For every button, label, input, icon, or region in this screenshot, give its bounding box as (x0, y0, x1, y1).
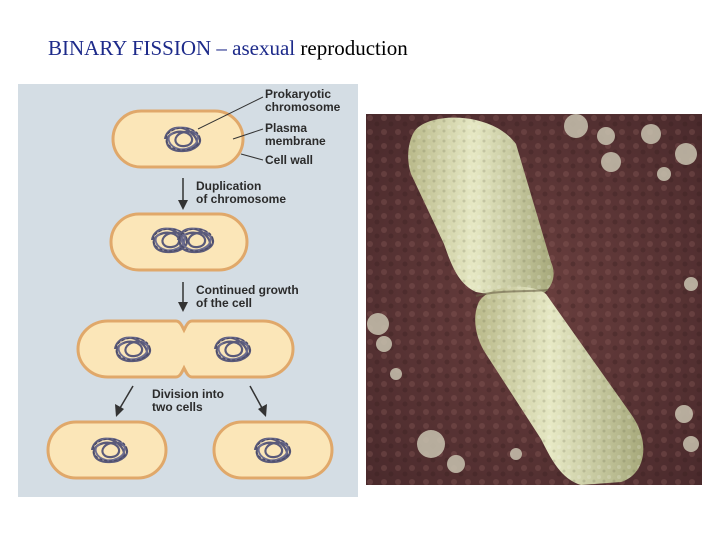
cell-initial (111, 109, 245, 169)
cell-duplicated (109, 212, 249, 272)
label-continued-growth: Continued growth of the cell (196, 283, 299, 310)
label-cell-wall: Cell wall (265, 153, 314, 167)
title-part-2: asexual (232, 36, 296, 60)
micrograph-graphic (366, 114, 702, 485)
label-plasma-membrane: Plasma membrane (265, 121, 326, 148)
daughter-cell-right (212, 420, 334, 480)
label-duplication: Duplication of chromosome (196, 179, 287, 206)
bacterium-upper (408, 117, 554, 300)
diagram-graphics (46, 96, 334, 480)
cell-growing (76, 319, 295, 379)
label-prokaryotic-chromosome: Prokaryotic chromosome (265, 87, 341, 114)
label-division: Division into two cells (152, 387, 224, 414)
bacteria-micrograph (366, 114, 702, 485)
label-pointers (197, 96, 264, 161)
binary-fission-diagram: Prokaryotic chromosome Plasma membrane C… (18, 84, 358, 497)
division-furrow (475, 289, 549, 297)
slide-title: BINARY FISSION – asexual reproduction (48, 36, 408, 61)
bacterium-lower (475, 286, 644, 485)
daughter-cell-left (46, 420, 168, 480)
arrow-diagonal-left (115, 385, 134, 417)
arrow-diagonal-right (249, 385, 267, 417)
arrow-down-2 (178, 282, 188, 312)
arrow-down-1 (178, 178, 188, 210)
title-part-3: reproduction (295, 36, 408, 60)
title-part-1: BINARY FISSION – (48, 36, 233, 60)
